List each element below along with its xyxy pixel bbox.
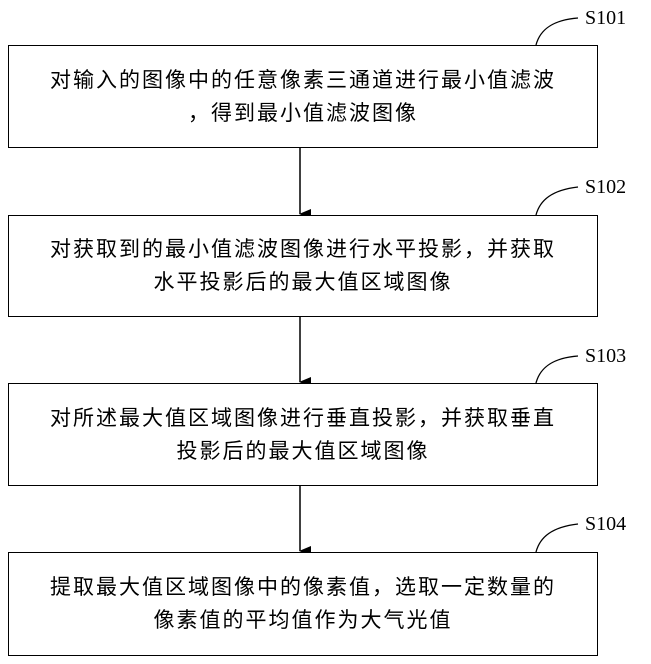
step-label-s101: S101 xyxy=(585,8,626,28)
step-text-line: 像素值的平均值作为大气光值 xyxy=(50,604,556,637)
step-text-line: 提取最大值区域图像中的像素值，选取一定数量的 xyxy=(50,571,556,604)
step-box-s103: 对所述最大值区域图像进行垂直投影，并获取垂直 投影后的最大值区域图像 xyxy=(8,383,598,486)
step-box-s104: 提取最大值区域图像中的像素值，选取一定数量的 像素值的平均值作为大气光值 xyxy=(8,552,598,656)
step-text-line: ，得到最小值滤波图像 xyxy=(50,97,556,130)
step-text-line: 水平投影后的最大值区域图像 xyxy=(50,266,556,299)
label-leader-s102 xyxy=(536,187,578,215)
step-text-line: 投影后的最大值区域图像 xyxy=(50,435,556,468)
step-text-line: 对输入的图像中的任意像素三通道进行最小值滤波 xyxy=(50,64,556,97)
step-label-s103: S103 xyxy=(585,346,626,366)
label-leader-s104 xyxy=(536,524,578,552)
step-box-s101: 对输入的图像中的任意像素三通道进行最小值滤波 ，得到最小值滤波图像 xyxy=(8,45,598,148)
step-text-line: 对所述最大值区域图像进行垂直投影，并获取垂直 xyxy=(50,402,556,435)
step-text-line: 对获取到的最小值滤波图像进行水平投影，并获取 xyxy=(50,233,556,266)
label-leader-s103 xyxy=(536,356,578,383)
step-label-s104: S104 xyxy=(585,514,626,534)
label-leader-s101 xyxy=(536,18,578,45)
step-label-s102: S102 xyxy=(585,177,626,197)
step-box-s102: 对获取到的最小值滤波图像进行水平投影，并获取 水平投影后的最大值区域图像 xyxy=(8,215,598,317)
